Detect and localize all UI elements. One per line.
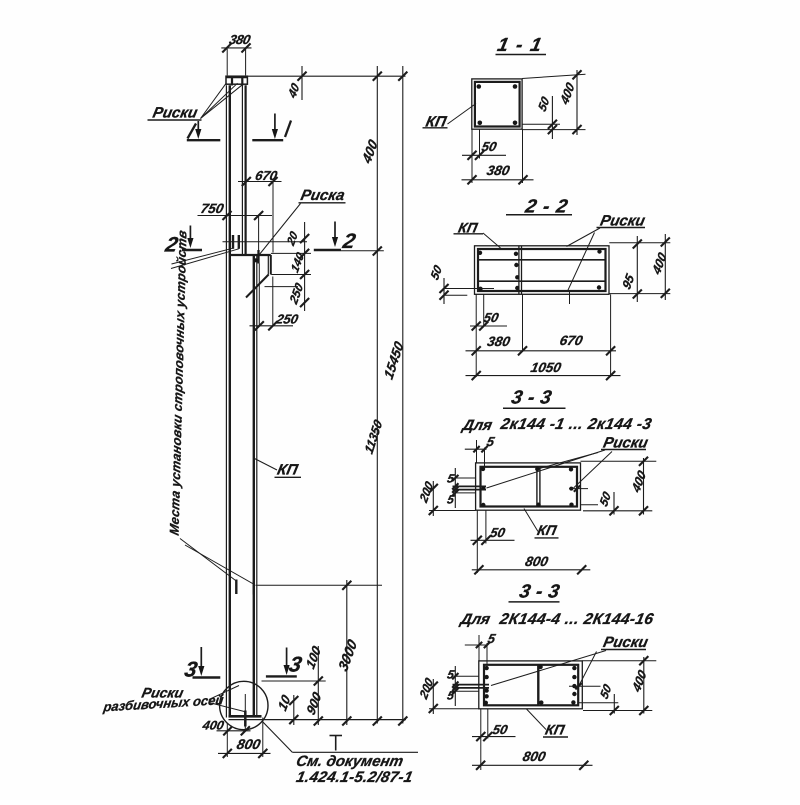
svg-text:5: 5 xyxy=(485,434,496,449)
svg-text:Риски: Риски xyxy=(602,435,650,452)
svg-text:КП: КП xyxy=(276,462,301,479)
svg-text:КП: КП xyxy=(544,722,567,738)
svg-text:См. документ: См. документ xyxy=(295,753,405,770)
svg-text:380: 380 xyxy=(228,32,253,47)
svg-text:5: 5 xyxy=(446,668,456,682)
svg-text:380: 380 xyxy=(485,163,511,178)
svg-text:5: 5 xyxy=(446,493,456,507)
svg-text:2К144-4 ... 2К144-16: 2К144-4 ... 2К144-16 xyxy=(497,611,655,628)
svg-text:250: 250 xyxy=(274,312,300,327)
svg-text:Риска: Риска xyxy=(299,187,346,204)
svg-text:Риски: Риски xyxy=(151,105,199,122)
svg-text:670: 670 xyxy=(254,168,280,183)
svg-text:Для: Для xyxy=(457,611,492,628)
svg-text:400: 400 xyxy=(200,719,225,733)
svg-text:3-3: 3-3 xyxy=(517,582,567,603)
svg-text:2к144 -1 ... 2к144 -3: 2к144 -1 ... 2к144 -3 xyxy=(498,416,653,433)
svg-text:800: 800 xyxy=(521,749,547,764)
svg-text:50: 50 xyxy=(489,525,507,540)
svg-text:670: 670 xyxy=(558,333,584,348)
svg-text:40: 40 xyxy=(285,80,302,101)
svg-text:2: 2 xyxy=(162,234,180,257)
svg-text:1.424.1-5.2/87-1: 1.424.1-5.2/87-1 xyxy=(295,769,415,786)
svg-text:КП: КП xyxy=(457,220,480,236)
svg-text:Для: Для xyxy=(459,417,494,434)
svg-text:3: 3 xyxy=(287,652,304,677)
svg-text:50: 50 xyxy=(480,139,498,154)
svg-text:750: 750 xyxy=(199,201,225,216)
svg-text:50: 50 xyxy=(482,310,500,325)
svg-text:5: 5 xyxy=(486,631,497,646)
svg-text:КП: КП xyxy=(536,522,559,538)
svg-text:50: 50 xyxy=(491,722,509,737)
svg-text:380: 380 xyxy=(486,334,512,349)
svg-text:Риски: Риски xyxy=(602,634,650,651)
svg-text:5: 5 xyxy=(446,689,456,703)
svg-text:800: 800 xyxy=(524,554,550,569)
svg-text:КП: КП xyxy=(424,114,449,131)
svg-text:3: 3 xyxy=(182,657,199,682)
svg-text:Риски: Риски xyxy=(599,213,647,230)
svg-text:5: 5 xyxy=(446,472,456,486)
svg-text:900: 900 xyxy=(304,689,325,718)
svg-text:2-2: 2-2 xyxy=(522,197,576,218)
svg-text:800: 800 xyxy=(235,736,262,752)
svg-text:100: 100 xyxy=(303,643,324,672)
svg-text:Риски: Риски xyxy=(140,685,185,701)
svg-text:1-1: 1-1 xyxy=(495,35,551,56)
svg-text:2: 2 xyxy=(340,230,358,253)
svg-text:1050: 1050 xyxy=(529,360,563,375)
svg-text:3-3: 3-3 xyxy=(509,388,559,409)
